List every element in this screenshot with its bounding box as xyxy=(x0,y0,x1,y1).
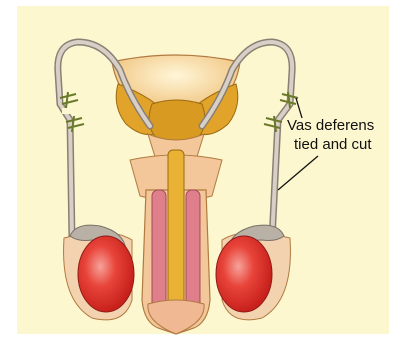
urethra xyxy=(168,150,184,320)
testis-left xyxy=(78,236,134,312)
annotation-line-2: tied and cut xyxy=(294,136,372,153)
testis-right xyxy=(216,236,272,312)
corpus-cavernosum-left xyxy=(152,190,166,308)
corpus-cavernosum-right xyxy=(186,190,200,308)
annotation-line-1: Vas deferens xyxy=(287,117,374,134)
